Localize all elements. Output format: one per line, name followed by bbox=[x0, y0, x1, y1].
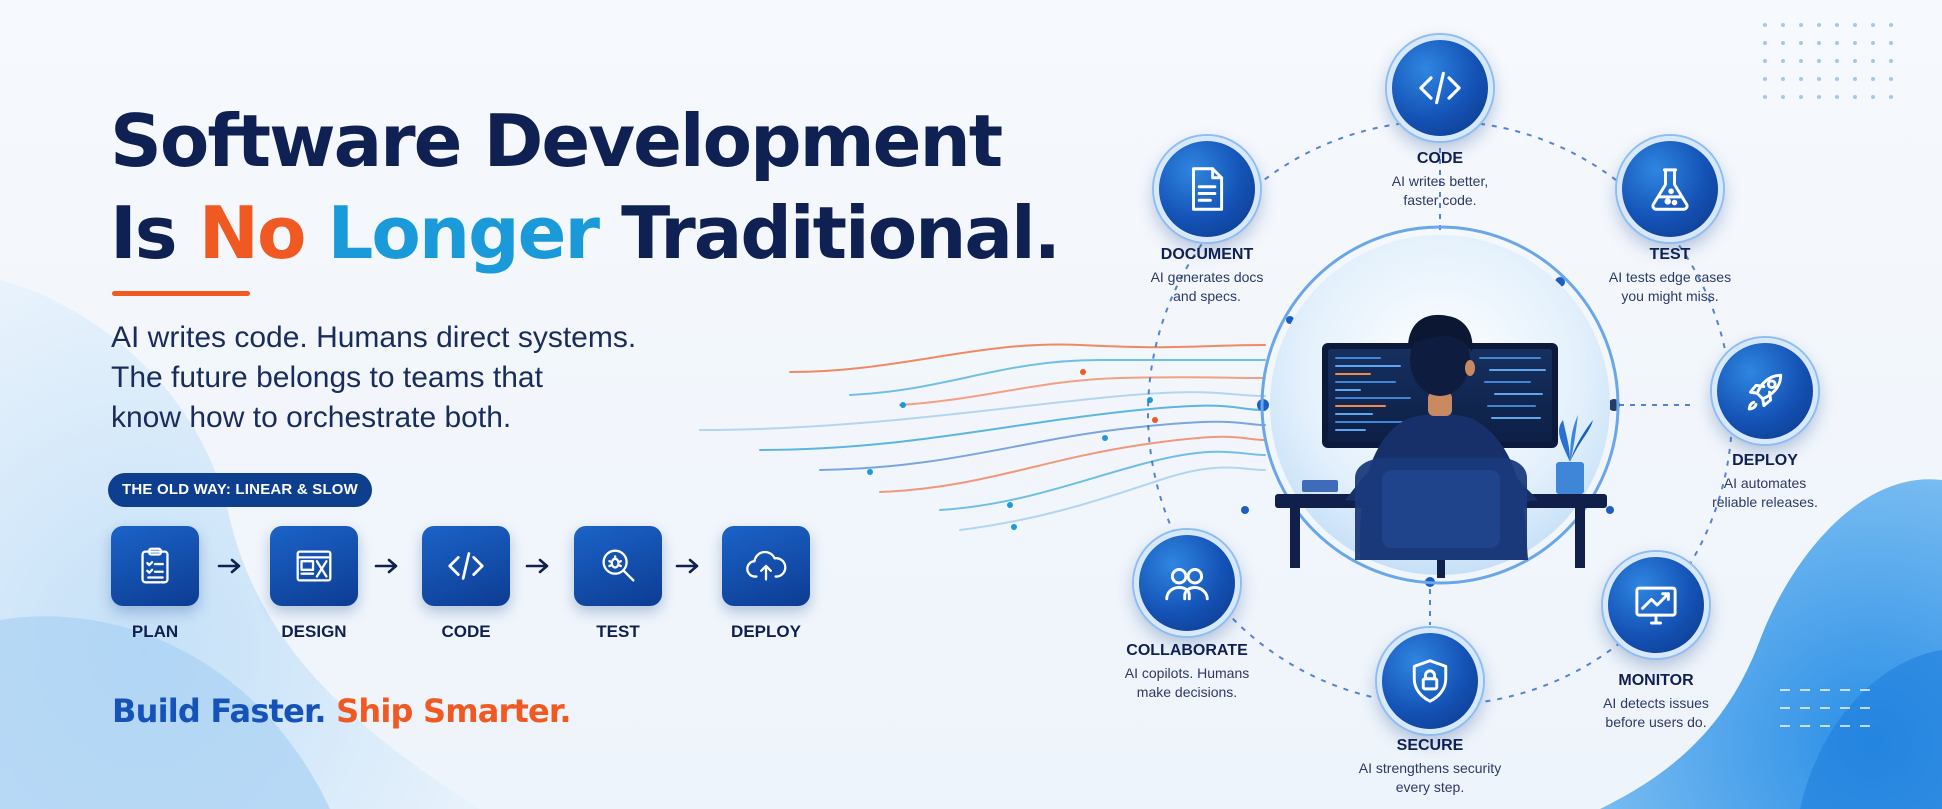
cycle-node-monitor bbox=[1603, 552, 1709, 658]
flask-icon bbox=[1651, 168, 1689, 211]
headline-space bbox=[304, 191, 327, 275]
cycle-node-document bbox=[1154, 136, 1260, 242]
tagline-build-faster: Build Faster. bbox=[112, 692, 327, 730]
monitor-chart-icon bbox=[1635, 586, 1677, 625]
subtext-line-3: know how to orchestrate both. bbox=[111, 401, 512, 434]
cycle-node-collaborate bbox=[1134, 530, 1240, 636]
cycle-secure-title: SECURE bbox=[1396, 737, 1464, 754]
arrow-right-icon bbox=[525, 558, 549, 574]
cycle-test-desc: AI tests edge cases you might miss. bbox=[1608, 269, 1732, 304]
bug-magnifier-icon bbox=[602, 549, 635, 582]
step-test-tile bbox=[574, 526, 662, 606]
cycle-deploy-desc: AI automates reliable releases. bbox=[1712, 475, 1818, 510]
arrow-right-icon bbox=[675, 558, 699, 574]
step-plan-tile bbox=[111, 526, 199, 606]
cycle-secure-desc: AI strengthens security every step. bbox=[1358, 760, 1502, 795]
subtext: AI writes code. Humans direct systems. T… bbox=[111, 318, 711, 438]
step-test-label: TEST bbox=[596, 622, 640, 641]
tagline: Build Faster. Ship Smarter. bbox=[112, 692, 572, 730]
subtext-line-1: AI writes code. Humans direct systems. bbox=[111, 321, 637, 354]
cycle-test-title: TEST bbox=[1649, 246, 1691, 263]
code-brackets-icon bbox=[1419, 71, 1461, 105]
cycle-collaborate-title: COLLABORATE bbox=[1126, 642, 1248, 659]
cycle-node-deploy bbox=[1712, 338, 1818, 444]
headline-no: No bbox=[198, 191, 307, 275]
people-icon bbox=[1165, 568, 1209, 601]
document-icon bbox=[1192, 167, 1224, 211]
tagline-space bbox=[326, 692, 336, 730]
cycle-document-desc: AI generates docs and specs. bbox=[1150, 269, 1264, 304]
headline-traditional: Traditional. bbox=[598, 191, 1061, 275]
cycle-collaborate-desc: AI copilots. Humans make decisions. bbox=[1124, 665, 1250, 700]
subtext-line-2: The future belongs to teams that bbox=[111, 361, 543, 394]
wireframe-icon bbox=[296, 550, 332, 582]
headline-longer: Longer bbox=[327, 191, 600, 275]
step-design-tile bbox=[270, 526, 358, 606]
step-deploy-label: DEPLOY bbox=[731, 622, 801, 641]
clipboard-checklist-icon bbox=[141, 547, 169, 584]
cycle-monitor-desc: AI detects issues before users do. bbox=[1603, 695, 1709, 730]
code-brackets-icon bbox=[448, 552, 484, 580]
cycle-monitor-title: MONITOR bbox=[1618, 672, 1694, 689]
cycle-deploy-title: DEPLOY bbox=[1732, 452, 1798, 469]
headline-accent-rule bbox=[112, 291, 250, 296]
cloud-upload-icon bbox=[746, 550, 787, 581]
cycle-node-test bbox=[1617, 136, 1723, 242]
step-plan-label: PLAN bbox=[131, 622, 179, 641]
old-way-badge: THE OLD WAY: LINEAR & SLOW bbox=[108, 473, 373, 507]
cycle-code-title: CODE bbox=[1416, 150, 1464, 167]
arrow-right-icon bbox=[374, 558, 398, 574]
headline: Software Development Is No Longer Tradit… bbox=[110, 95, 1061, 279]
tagline-ship-smarter: Ship Smarter. bbox=[336, 692, 571, 730]
step-code-tile bbox=[422, 526, 510, 606]
headline-is: Is bbox=[110, 191, 199, 275]
cycle-node-code bbox=[1387, 35, 1493, 141]
cycle-document-title: DOCUMENT bbox=[1160, 246, 1254, 263]
step-deploy-tile bbox=[722, 526, 810, 606]
headline-line-2: Is No Longer Traditional. bbox=[110, 187, 1061, 279]
rocket-icon bbox=[1747, 373, 1783, 411]
cycle-node-secure bbox=[1377, 628, 1483, 734]
arrow-right-icon bbox=[217, 558, 241, 574]
step-code-label: CODE bbox=[441, 622, 491, 641]
step-design-label: DESIGN bbox=[281, 622, 347, 641]
headline-line-1: Software Development bbox=[110, 99, 1003, 183]
cycle-code-desc: AI writes better, faster code. bbox=[1391, 173, 1489, 208]
shield-lock-icon bbox=[1412, 659, 1448, 703]
